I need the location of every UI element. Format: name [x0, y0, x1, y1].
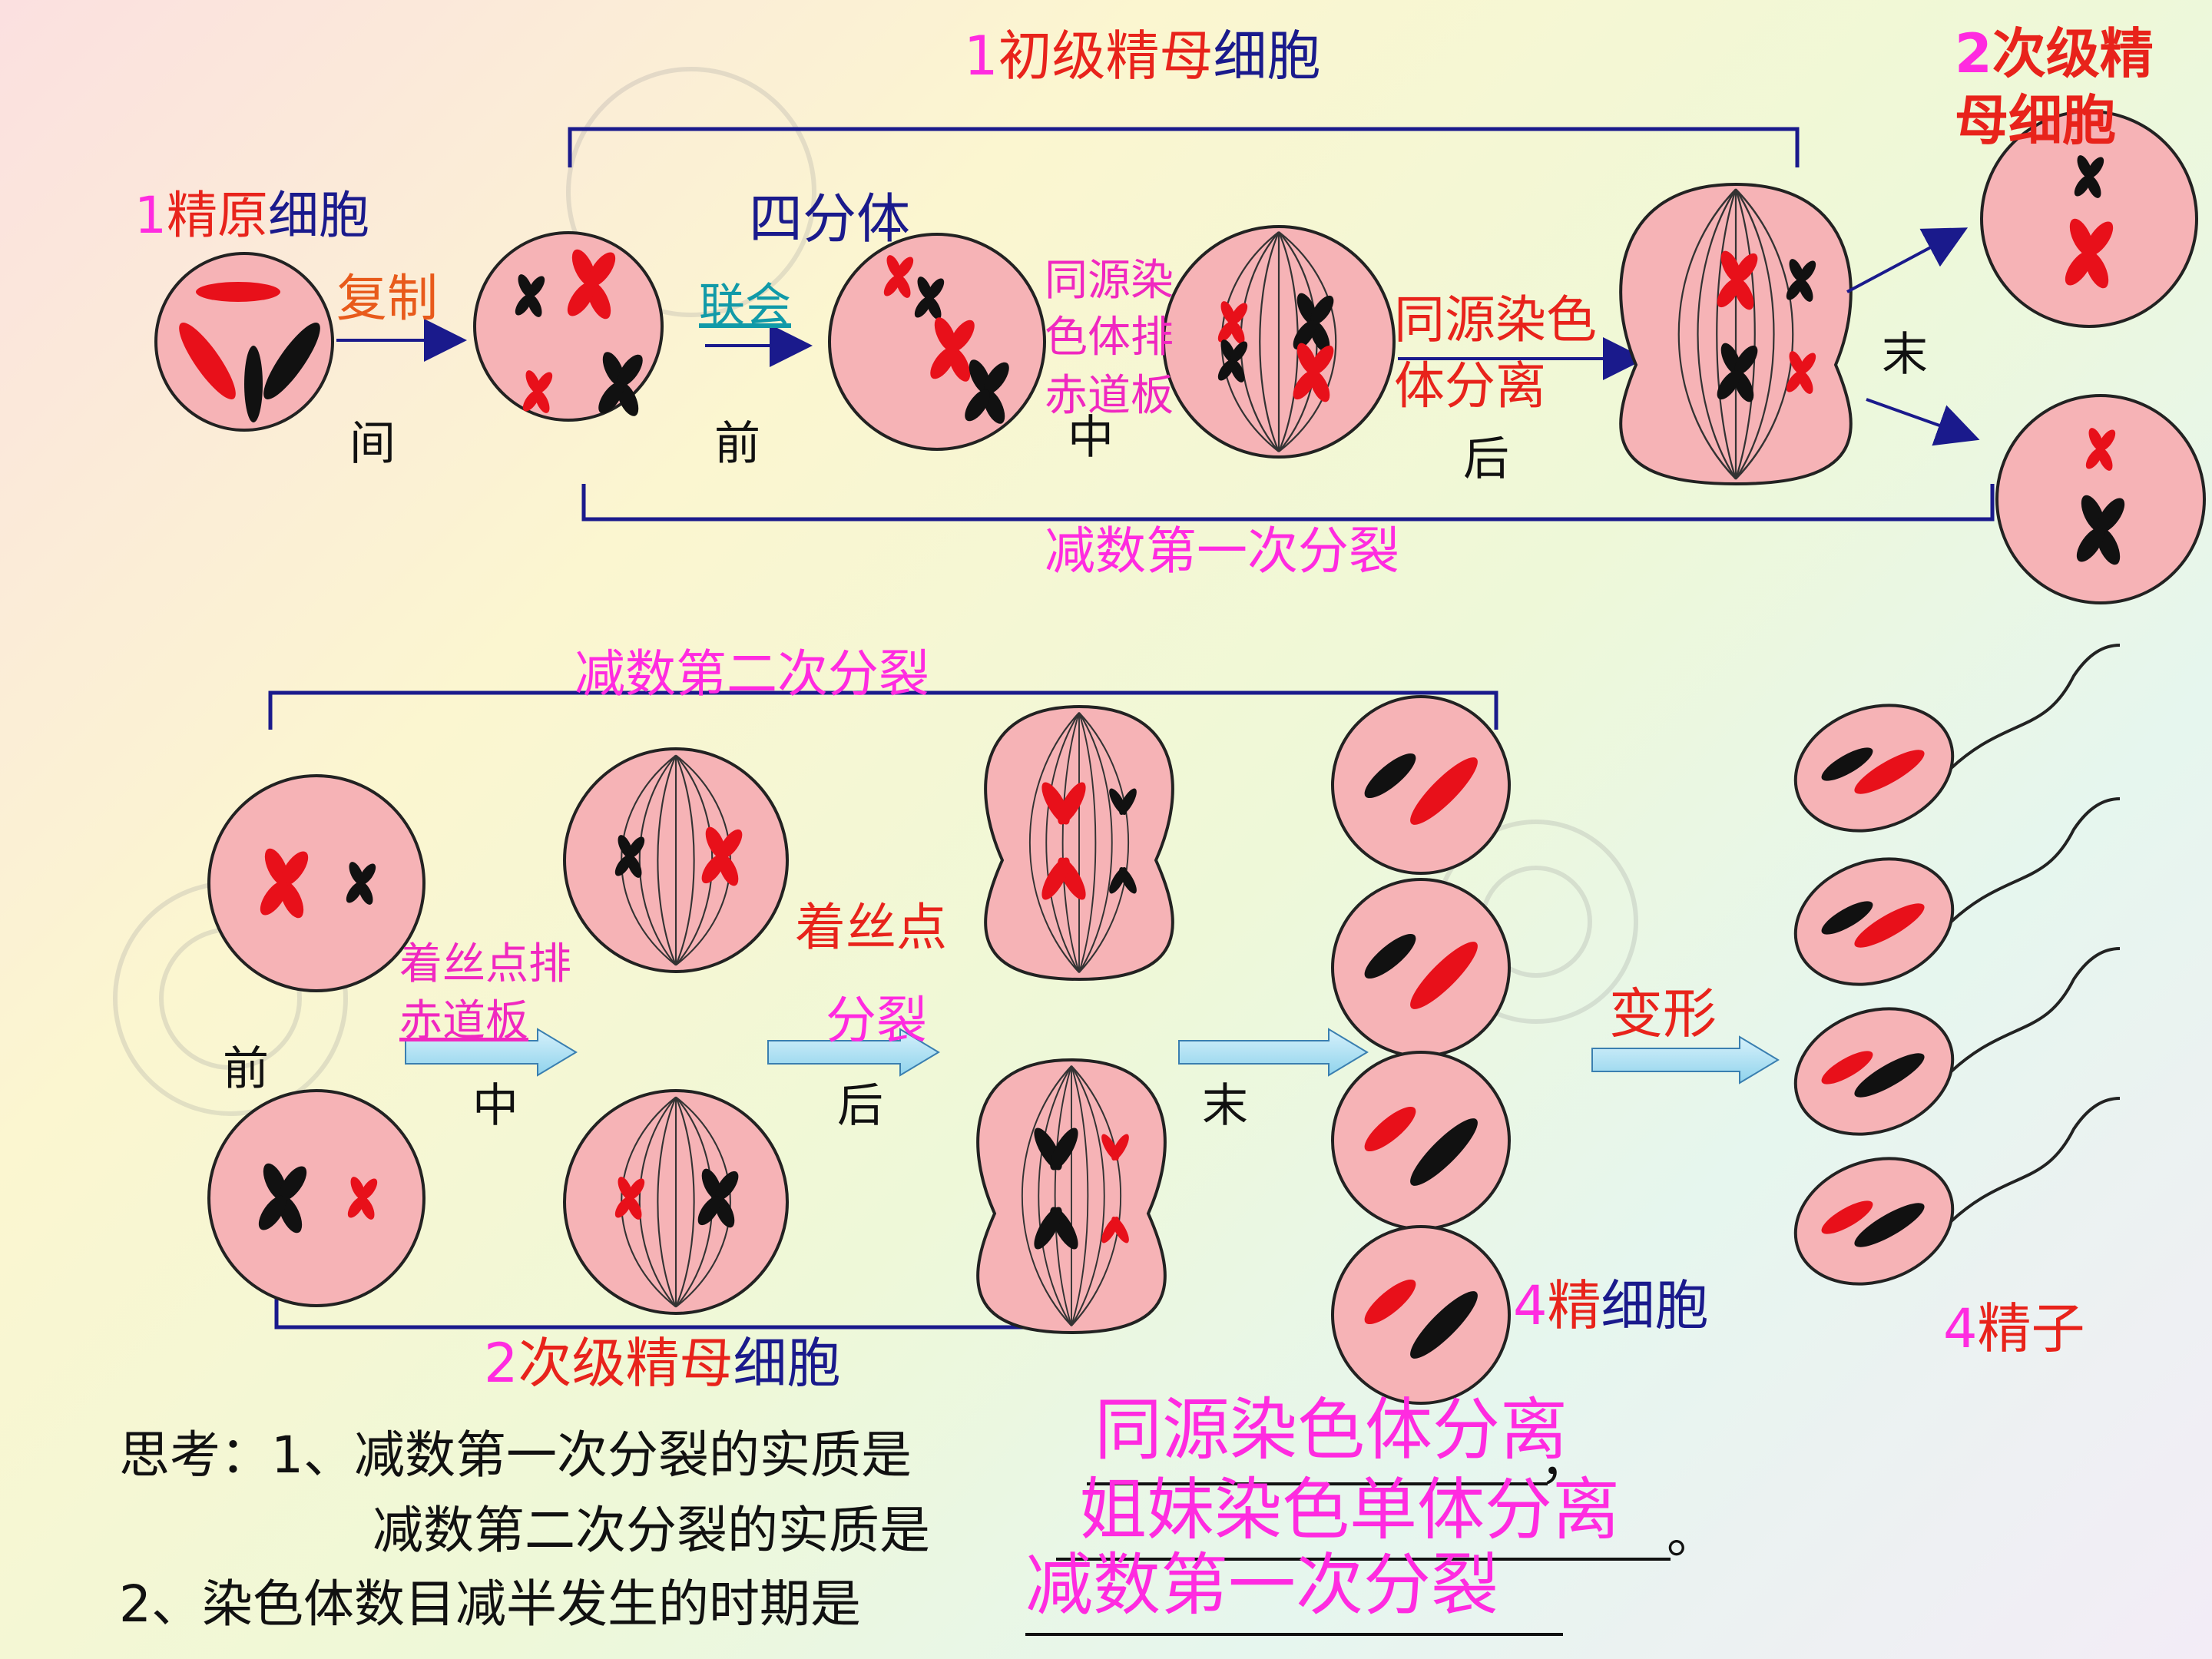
metaphase1-cell — [1162, 225, 1396, 459]
secondary-spermatocyte-label-top: 2次级精 — [1955, 22, 2154, 85]
question-2-blank — [1025, 1633, 1563, 1636]
anaphase2-label: 后 — [837, 1079, 883, 1133]
prophase2-cell-top — [207, 774, 426, 992]
question-1b-prefix: 减数第二次分裂的实质是 — [373, 1501, 930, 1560]
spermatogonium-label: 1精原细胞 — [134, 186, 369, 245]
question-1-suffix: ， — [1540, 1432, 1591, 1491]
anaphase1-cell — [1619, 182, 1853, 486]
spermatid-cells — [1331, 695, 1511, 1405]
anaphase2-cell-top — [984, 704, 1174, 982]
centromere-align-line-2: 赤道板 — [399, 996, 528, 1046]
question-2-answer: 减数第一次分裂 — [1025, 1545, 1499, 1624]
question-1b-answer: 姐妹染色单体分离 — [1079, 1470, 1621, 1549]
anaphase2-cell-bottom — [976, 1058, 1167, 1335]
question-1-answer: 同源染色体分离 — [1094, 1390, 1568, 1469]
meiosis1-bracket — [581, 484, 1995, 522]
transform-label: 变形 — [1609, 982, 1717, 1045]
centromere-split-line-2: 分裂 — [826, 991, 927, 1050]
question-2-prefix: 2、染色体数目减半发生的时期是 — [119, 1575, 861, 1634]
prophase2-label: 前 — [223, 1042, 269, 1096]
metaphase2-cell-bottom — [563, 1089, 789, 1315]
synapsis-label: 联会 — [699, 279, 791, 333]
metaphase2-cell-top — [563, 747, 789, 973]
telophase1-label: 末 — [1882, 328, 1928, 382]
centromere-split-line-1: 着丝点 — [795, 898, 947, 957]
meiosis1-label: 减数第一次分裂 — [1045, 522, 1399, 581]
spermatogonium-cell — [154, 252, 334, 432]
homolog-line-1: 同源染 — [1045, 256, 1174, 306]
sperm-label: 4精子 — [1943, 1297, 2085, 1360]
metaphase2-label: 中 — [472, 1079, 518, 1133]
sperm-cells — [1793, 644, 2121, 1286]
anaphase1-label: 后 — [1463, 432, 1509, 486]
meiosis2-label: 减数第二次分裂 — [575, 644, 929, 704]
question-1b-suffix: 。 — [1667, 1505, 1717, 1565]
separate-line-2: 体分离 — [1394, 356, 1546, 416]
interphase-label: 间 — [349, 417, 396, 471]
replicated-cell — [473, 231, 664, 422]
question-1b-blank — [1056, 1558, 1671, 1561]
secondary-cell-bottom — [1995, 394, 2206, 604]
secondary-spermatocyte-label-top-2: 母细胞 — [1955, 89, 2116, 152]
metaphase1-label: 中 — [1068, 411, 1114, 465]
prophase2-cell-bottom — [207, 1089, 426, 1307]
meiosis2-bracket — [268, 690, 1498, 730]
primary-bracket — [568, 127, 1800, 167]
question-1-blank — [1087, 1482, 1548, 1485]
homolog-line-2: 色体排 — [1045, 313, 1174, 363]
replicate-label: 复制 — [336, 269, 438, 328]
spermatid-label: 4精细胞 — [1513, 1274, 1709, 1337]
primary-spermatocyte-label: 1初级精母细胞 — [964, 25, 1321, 88]
prophase1-label: 前 — [714, 417, 760, 471]
secondary-cell-top — [1980, 110, 2198, 328]
centromere-align-line-1: 着丝点排 — [399, 939, 571, 989]
separate-line-1: 同源染色 — [1394, 290, 1597, 349]
homolog-line-3: 赤道板 — [1045, 371, 1174, 421]
tetrad-label: 四分体 — [749, 187, 910, 250]
secondary-spermatocyte-label-bottom: 2次级精母细胞 — [484, 1332, 841, 1395]
telophase2-label: 末 — [1202, 1079, 1248, 1133]
tetrad-cell — [828, 233, 1046, 451]
question-1-prefix: 思考：1、减数第一次分裂的实质是 — [119, 1426, 912, 1485]
